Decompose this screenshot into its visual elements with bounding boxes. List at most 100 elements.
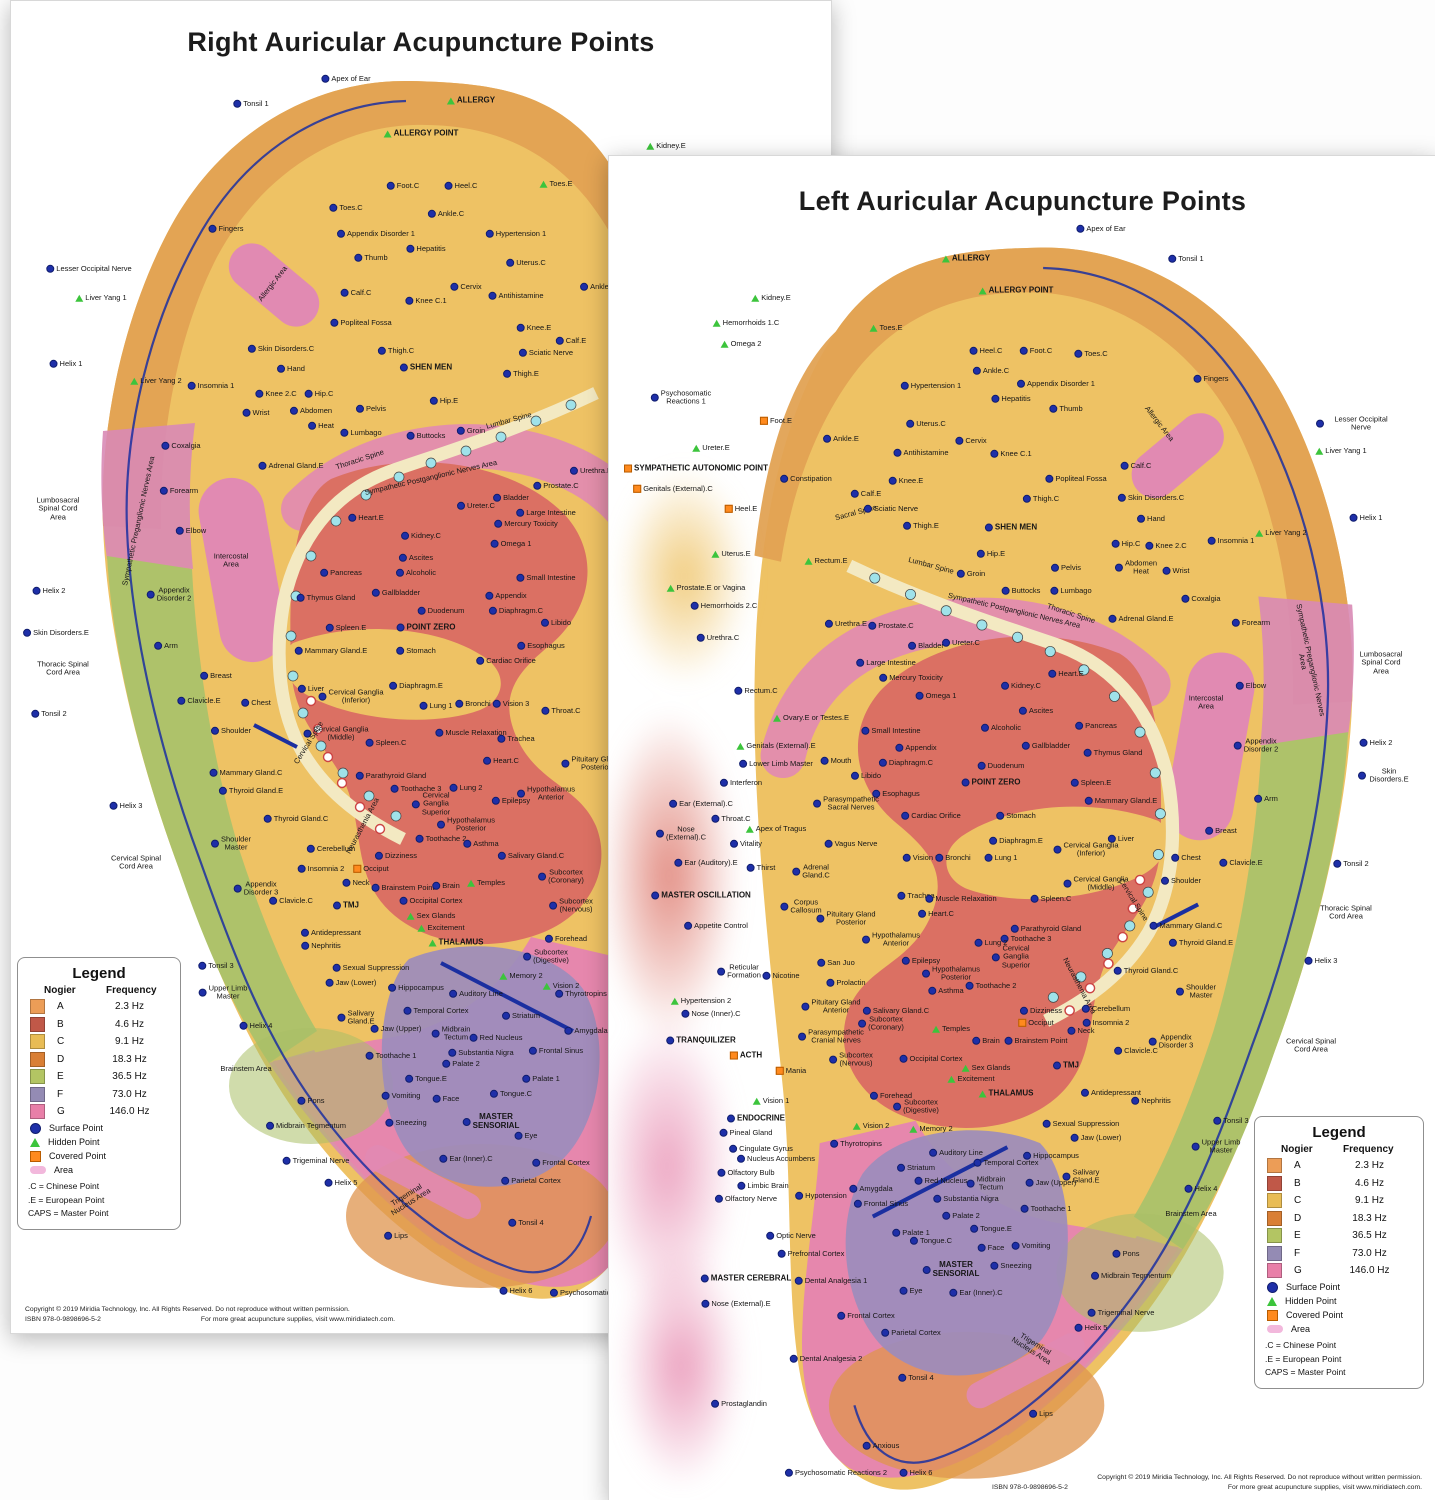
point-label: Kidney.E	[646, 141, 686, 150]
point-label: Subcortex (Coronary)	[858, 1015, 904, 1033]
point-label: Salivary Gland.C	[497, 851, 564, 860]
surface-point-icon	[354, 253, 363, 262]
point-label: Toes.C	[329, 203, 363, 212]
point-label: Hepatitis	[991, 394, 1031, 403]
hidden-point-icon	[130, 377, 139, 385]
surface-point-icon	[161, 441, 170, 450]
point-label: Insomnia 1	[1207, 536, 1254, 545]
surface-point-icon	[1316, 420, 1324, 428]
frequency-value: 2.3 Hz	[115, 1001, 144, 1012]
point-label: Trigeminal Nucleus Area	[389, 1181, 433, 1218]
point-label: Helix 2	[32, 586, 65, 595]
covered-point-icon	[724, 504, 733, 513]
point-label: Forehead	[869, 1091, 912, 1100]
point-label: Excitement	[947, 1074, 995, 1083]
surface-point-icon	[365, 1051, 374, 1060]
point-label: Throat.C	[711, 814, 751, 823]
surface-point-icon	[555, 336, 564, 345]
surface-point-icon	[1207, 536, 1216, 545]
surface-point-icon	[46, 264, 55, 273]
point-label: Breast	[200, 671, 232, 680]
surface-point-icon	[1148, 1038, 1157, 1046]
legend-marker-row: Area	[1267, 1324, 1411, 1334]
surface-point-icon	[922, 1266, 931, 1274]
point-label: Chest	[241, 698, 271, 707]
point-label: Diaphragm.C	[488, 606, 543, 615]
surface-point-icon	[210, 726, 219, 735]
surface-point-icon	[442, 1059, 451, 1068]
point-label: Limbic Brain	[737, 1181, 789, 1190]
point-label: Sciatic Nerve	[863, 504, 918, 513]
point-label: Lung 2	[449, 783, 482, 792]
surface-point-icon	[1020, 1204, 1029, 1213]
point-label: Midbrain Tectum	[966, 1175, 1005, 1193]
surface-point-icon	[239, 1021, 248, 1030]
surface-point-icon	[533, 481, 542, 490]
point-label: Tonsil 3	[198, 961, 234, 970]
surface-point-icon	[1074, 1323, 1083, 1332]
point-label: Appetite Control	[684, 921, 748, 930]
point-label: Thoracic Spinal Cord Area	[1320, 903, 1372, 921]
frequency-color-swatch	[30, 1034, 45, 1049]
isbn-text: ISBN 978-0-9898696-5-2	[25, 1315, 101, 1323]
legend-col-nogier: Nogier	[44, 985, 76, 996]
surface-point-icon	[1333, 859, 1342, 868]
point-label: Vomiting	[381, 1091, 420, 1100]
hidden-point-icon	[978, 287, 987, 295]
point-label: Cingulate Gyrus	[729, 1144, 793, 1153]
surface-point-icon	[1111, 539, 1120, 548]
surface-point-icon	[1145, 541, 1154, 550]
surface-point-icon	[816, 915, 825, 923]
surface-point-icon	[187, 381, 196, 390]
surface-point-icon	[681, 1009, 690, 1018]
surface-point-icon	[942, 638, 951, 647]
hidden-point-icon	[947, 1075, 956, 1083]
surface-point-icon	[780, 474, 789, 483]
frequency-value: 36.5 Hz	[1352, 1230, 1387, 1241]
surface-point-icon	[1063, 880, 1072, 888]
point-label: Ear (Auditory).E	[674, 858, 738, 867]
page-title: Left Auricular Acupuncture Points	[798, 186, 1247, 216]
point-label: Hypothalamus Anterior	[862, 931, 920, 949]
point-label: Hip.C	[1111, 539, 1140, 548]
nogier-letter: A	[1294, 1160, 1301, 1171]
point-label: Pituitary Gland Anterior	[801, 998, 861, 1016]
point-label: Pineal Gland	[719, 1128, 772, 1137]
surface-point-icon	[1175, 988, 1184, 996]
surface-point-icon	[444, 181, 453, 190]
copyright-line1: Copyright © 2019 Miridia Technology, Inc…	[1097, 1473, 1422, 1481]
surface-point-icon	[737, 1181, 746, 1190]
point-label: Mammary Gland.C	[1149, 921, 1222, 930]
point-label: Sympathetic Preganglionic Nerves Area	[120, 455, 157, 587]
surface-point-icon	[690, 601, 699, 610]
surface-point-icon	[1004, 1036, 1013, 1045]
point-label: Hemorrhoids 1.C	[712, 318, 779, 327]
nogier-letter: D	[1294, 1212, 1302, 1224]
point-label: Helix 1	[49, 359, 82, 368]
point-label: Helix 4	[239, 1021, 272, 1030]
point-label: Parathyroid Gland	[355, 771, 426, 780]
point-label: Neck	[342, 878, 370, 887]
point-label: Cervical Spine	[1116, 876, 1151, 923]
point-label: Insomnia 1	[187, 381, 234, 390]
surface-point-icon	[903, 521, 912, 530]
point-label: Fingers	[1193, 374, 1229, 383]
surface-point-icon	[977, 1243, 986, 1252]
hidden-point-icon	[30, 1137, 40, 1147]
point-label: Shoulder	[1160, 876, 1201, 885]
point-label: Upper Limb Master	[1191, 1138, 1240, 1156]
surface-point-icon	[719, 778, 728, 787]
point-label: Nose (Inner).C	[681, 1009, 741, 1018]
surface-point-icon	[1254, 794, 1263, 803]
point-label: Hypothalamus Posterior	[437, 816, 495, 834]
point-label: Forearm	[1231, 618, 1270, 627]
surface-point-icon	[455, 699, 464, 708]
surface-point-icon	[935, 853, 944, 862]
point-label: Popliteal Fossa	[330, 318, 392, 327]
point-label: Liver Yang 1	[1315, 446, 1367, 455]
point-label: Ovary.E or Testes.E	[773, 713, 849, 722]
